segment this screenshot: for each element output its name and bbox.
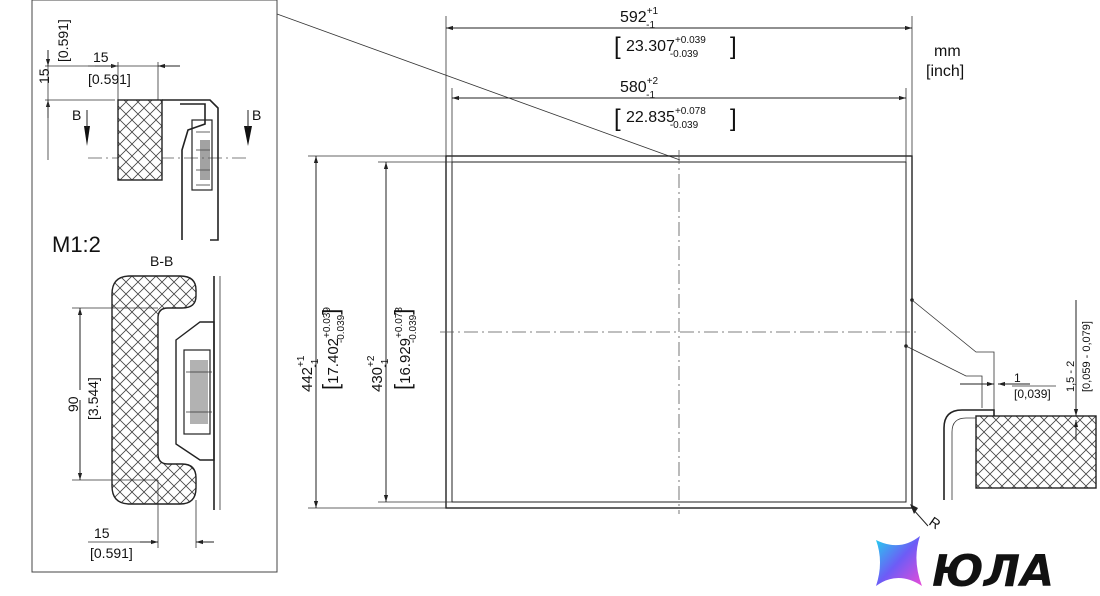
section-name: B-B xyxy=(150,253,173,269)
svg-text:B: B xyxy=(252,107,261,123)
detail-panel: 15 [0.591] 15 [0.591] B B xyxy=(31,0,681,573)
inner-height-inch: [16.929+0.078-0.039] xyxy=(390,307,419,390)
scale-label: M1:2 xyxy=(52,232,101,257)
brand-name: ЮЛА xyxy=(932,546,1054,596)
outer-width-inch: 23.307+0.039-0.039 xyxy=(626,35,706,60)
dim-horizontal-top: 15 [0.591] xyxy=(88,49,180,100)
outer-width-mm: 592+1-1 xyxy=(620,6,659,31)
outer-width-bracket-right: ] xyxy=(730,33,737,60)
inner-height-mm: 430+2-1 xyxy=(366,355,391,392)
thickness-mm: 1,5 - 2 xyxy=(1065,361,1077,392)
main-frame xyxy=(440,150,918,514)
dim-horizontal-top-inch: [0.591] xyxy=(88,71,131,87)
gap-mm: 1 xyxy=(1014,371,1021,385)
dim-height-section: 90 [3.544] xyxy=(65,307,158,481)
brand-logo: ЮЛА xyxy=(876,536,1054,596)
outer-height-mm: 442+1-1 xyxy=(296,355,321,392)
dim-outer-height: 442+1-1 [17.402+0.039-0.039] xyxy=(296,155,446,509)
svg-text:B: B xyxy=(72,107,81,123)
section-mark-left: B xyxy=(72,107,90,146)
dim-inner-height: 430+2-1 [16.929+0.078-0.039] xyxy=(366,161,452,503)
thickness-inch: [0,059 - 0,079] xyxy=(1081,321,1093,392)
gap-inch: [0,039] xyxy=(1014,387,1051,401)
dim-height-section-mm: 90 xyxy=(65,396,81,412)
brand-icon xyxy=(876,536,922,586)
outer-width-bracket-left: [ xyxy=(614,33,621,60)
edge-detail: 1 [0,039] 1,5 - 2 [0,059 - 0,079] R xyxy=(904,298,1097,532)
inner-width-bracket-left: [ xyxy=(614,105,621,132)
dim-vertical-top: 15 [0.591] xyxy=(36,19,115,160)
frame-profile-top xyxy=(117,99,163,181)
dim-horizontal-bottom: 15 [0.591] xyxy=(88,480,214,561)
dim-inner-width: 580+2-1 [ 22.835+0.078-0.039 ] xyxy=(451,76,907,162)
dim-horizontal-top-mm: 15 xyxy=(93,49,109,65)
section-profile xyxy=(111,275,197,505)
detail-leader-line xyxy=(276,13,681,161)
units-mm: mm xyxy=(934,43,961,60)
radius-label: R xyxy=(926,513,943,532)
dim-vertical-top-mm: 15 xyxy=(36,68,52,84)
section-mechanism xyxy=(175,276,221,510)
outer-height-inch: [17.402+0.039-0.039] xyxy=(318,307,347,390)
inner-width-mm: 580+2-1 xyxy=(620,76,659,101)
dim-horizontal-bottom-mm: 15 xyxy=(94,525,110,541)
dim-outer-width: 592+1-1 [ 23.307+0.039-0.039 ] xyxy=(445,6,913,156)
dim-height-section-inch: [3.544] xyxy=(85,377,101,420)
edge-panel-section xyxy=(975,415,1097,489)
dim-vertical-top-inch: [0.591] xyxy=(55,19,71,62)
inner-width-bracket-right: ] xyxy=(730,105,737,132)
section-mark-right: B xyxy=(244,107,261,146)
dim-horizontal-bottom-inch: [0.591] xyxy=(90,545,133,561)
units-inch: [inch] xyxy=(926,63,964,80)
inner-width-inch: 22.835+0.078-0.039 xyxy=(626,106,706,131)
